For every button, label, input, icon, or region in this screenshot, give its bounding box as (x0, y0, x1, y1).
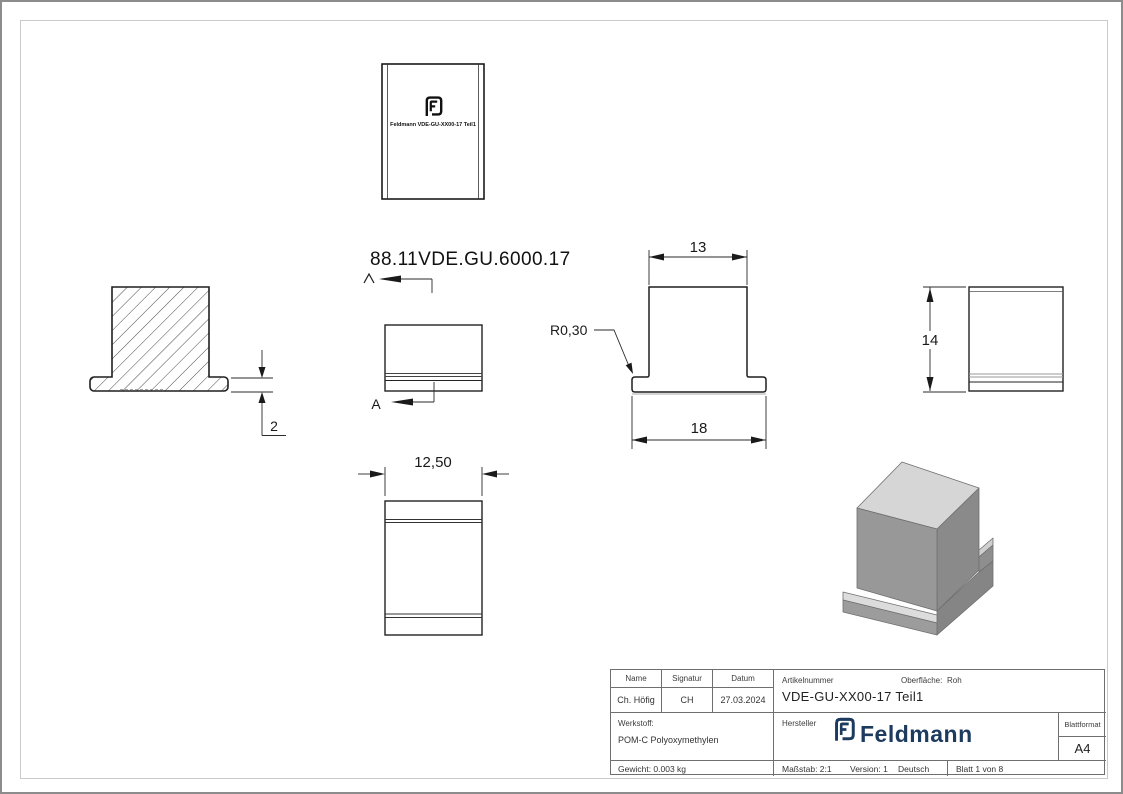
section-view (89, 286, 229, 392)
tb-header-datum: Datum (713, 670, 773, 688)
tb-language: Deutsch (898, 764, 930, 774)
side-view (968, 286, 1064, 392)
tb-blatt: Blatt 1 von 8 (956, 764, 1004, 774)
tb-oberflaeche-label: Oberfläche: (901, 676, 943, 685)
tb-artikelnummer-label: Artikelnummer (782, 676, 834, 685)
dim-side-width: 12,50 (358, 454, 509, 496)
section-a-leader: A (371, 382, 435, 412)
dim-height: 14 (916, 286, 966, 393)
tb-gewicht: Gewicht: 0.003 kg (618, 763, 687, 774)
dim-top-width: 13 (648, 239, 748, 285)
tb-version: Version: 1 (850, 764, 888, 774)
tb-blattformat-value: A4 (1058, 737, 1106, 761)
dim-fillet-radius: R0,30 (550, 322, 633, 374)
engraving-note-text: 88.11VDE.GU.6000.17 (370, 249, 571, 270)
dim-text-base-width: 18 (691, 420, 708, 437)
tb-massstab: Maßstab: 2:1 (782, 764, 832, 774)
tb-header-signatur: Signatur (662, 670, 713, 688)
tb-werkstoff-cell: Werkstoff: POM-C Polyoxymethylen (611, 713, 773, 761)
tb-hersteller-cell: Hersteller Feldmann (773, 713, 1058, 761)
dim-text-side-width: 12,50 (414, 454, 452, 471)
tb-blatt-cell: Blatt 1 von 8 (947, 761, 1108, 776)
dim-flange-thickness: 2 (231, 350, 286, 436)
dim-text-top-width: 13 (690, 239, 707, 256)
part-label-text: Feldmann VDE-GU-XX00-17 Teil1 (390, 122, 476, 128)
tb-oberflaeche-value: Roh (947, 676, 962, 685)
tb-werkstoff-label: Werkstoff: (618, 719, 654, 728)
tb-bottom-strip: Maßstab: 2:1 Version: 1 Deutsch Blatt 1 … (773, 761, 1106, 776)
tb-value-datum: 27.03.2024 (713, 688, 773, 713)
part-label-view (381, 63, 485, 200)
section-marker-text: A (371, 396, 381, 412)
tb-hersteller-label: Hersteller (782, 719, 817, 728)
feldmann-logo-icon (835, 717, 855, 742)
dim-text-height: 14 (922, 332, 939, 349)
dim-text-fillet-radius: R0,30 (550, 322, 588, 338)
tb-value-name: Ch. Höfig (611, 688, 662, 713)
brand-wordmark: Feldmann (860, 721, 973, 747)
title-block: Name Signatur Datum Ch. Höfig CH 27.03.2… (610, 669, 1106, 776)
bottom-view (384, 500, 483, 636)
engraving-note-leader (363, 272, 433, 293)
front-view (384, 324, 483, 392)
tb-artikelnummer-cell: Artikelnummer Oberfläche: Roh VDE-GU-XX0… (773, 670, 1106, 713)
dim-base-width: 18 (631, 396, 767, 449)
tb-value-signatur: CH (662, 688, 713, 713)
tb-blattformat-label: Blattformat (1058, 713, 1106, 737)
tb-werkstoff-value: POM-C Polyoxymethylen (618, 735, 719, 745)
tb-artikelnummer-value: VDE-GU-XX00-17 Teil1 (782, 689, 924, 704)
tb-header-name: Name (611, 670, 662, 688)
dim-text-flange-thickness: 2 (270, 418, 278, 434)
isometric-view (842, 461, 994, 636)
profile-view (631, 286, 767, 395)
